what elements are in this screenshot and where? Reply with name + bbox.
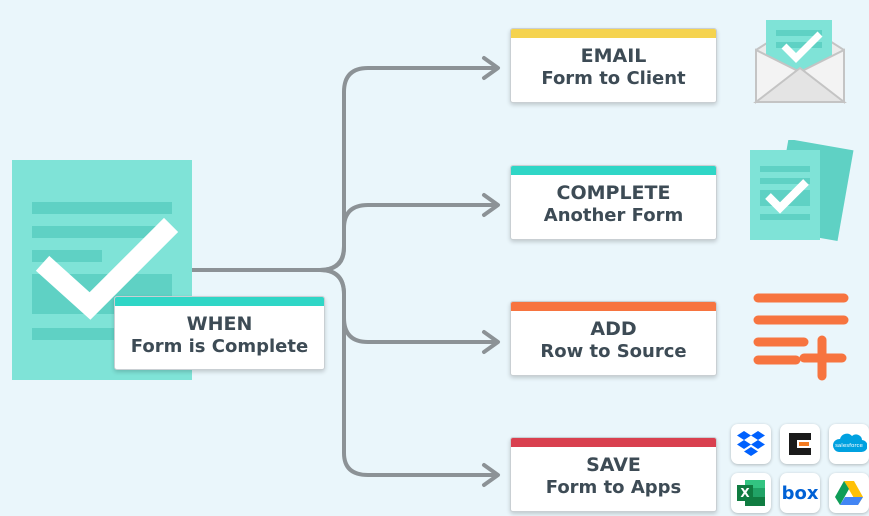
trigger-card-accent	[115, 297, 324, 306]
action-card-add-accent	[511, 302, 716, 311]
c-logo-icon	[780, 424, 820, 464]
action-save-subtitle: Form to Apps	[545, 477, 682, 498]
excel-icon: X	[731, 473, 771, 513]
action-add-subtitle: Row to Source	[540, 341, 687, 362]
action-email-title: EMAIL	[580, 45, 647, 67]
action-email-subtitle: Form to Client	[541, 68, 686, 89]
action-complete-subtitle: Another Form	[543, 205, 684, 226]
action-add-title: ADD	[590, 318, 637, 340]
trigger-title: WHEN	[186, 313, 253, 335]
action-card-save-accent	[511, 438, 716, 447]
action-card-add: ADD Row to Source	[510, 301, 717, 376]
box-icon: box	[780, 473, 820, 513]
envelope-check-icon	[753, 20, 847, 104]
trigger-card: WHEN Form is Complete	[114, 296, 325, 370]
google-drive-icon	[829, 473, 869, 513]
action-card-complete: COMPLETE Another Form	[510, 165, 717, 240]
form-check-icon	[12, 160, 192, 380]
action-card-complete-accent	[511, 166, 716, 175]
action-save-title: SAVE	[586, 454, 641, 476]
box-wordmark: box	[781, 482, 819, 504]
trigger-subtitle: Form is Complete	[130, 336, 309, 357]
action-card-email: EMAIL Form to Client	[510, 28, 717, 103]
forms-stack-check-icon	[750, 140, 854, 242]
list-add-icon	[753, 293, 849, 381]
salesforce-wordmark: salesforce	[835, 443, 863, 449]
action-card-email-accent	[511, 29, 716, 38]
salesforce-icon: salesforce	[829, 424, 869, 464]
action-complete-title: COMPLETE	[556, 182, 671, 204]
excel-letter: X	[740, 486, 750, 500]
action-card-save: SAVE Form to Apps	[510, 437, 717, 512]
dropbox-icon	[731, 424, 771, 464]
